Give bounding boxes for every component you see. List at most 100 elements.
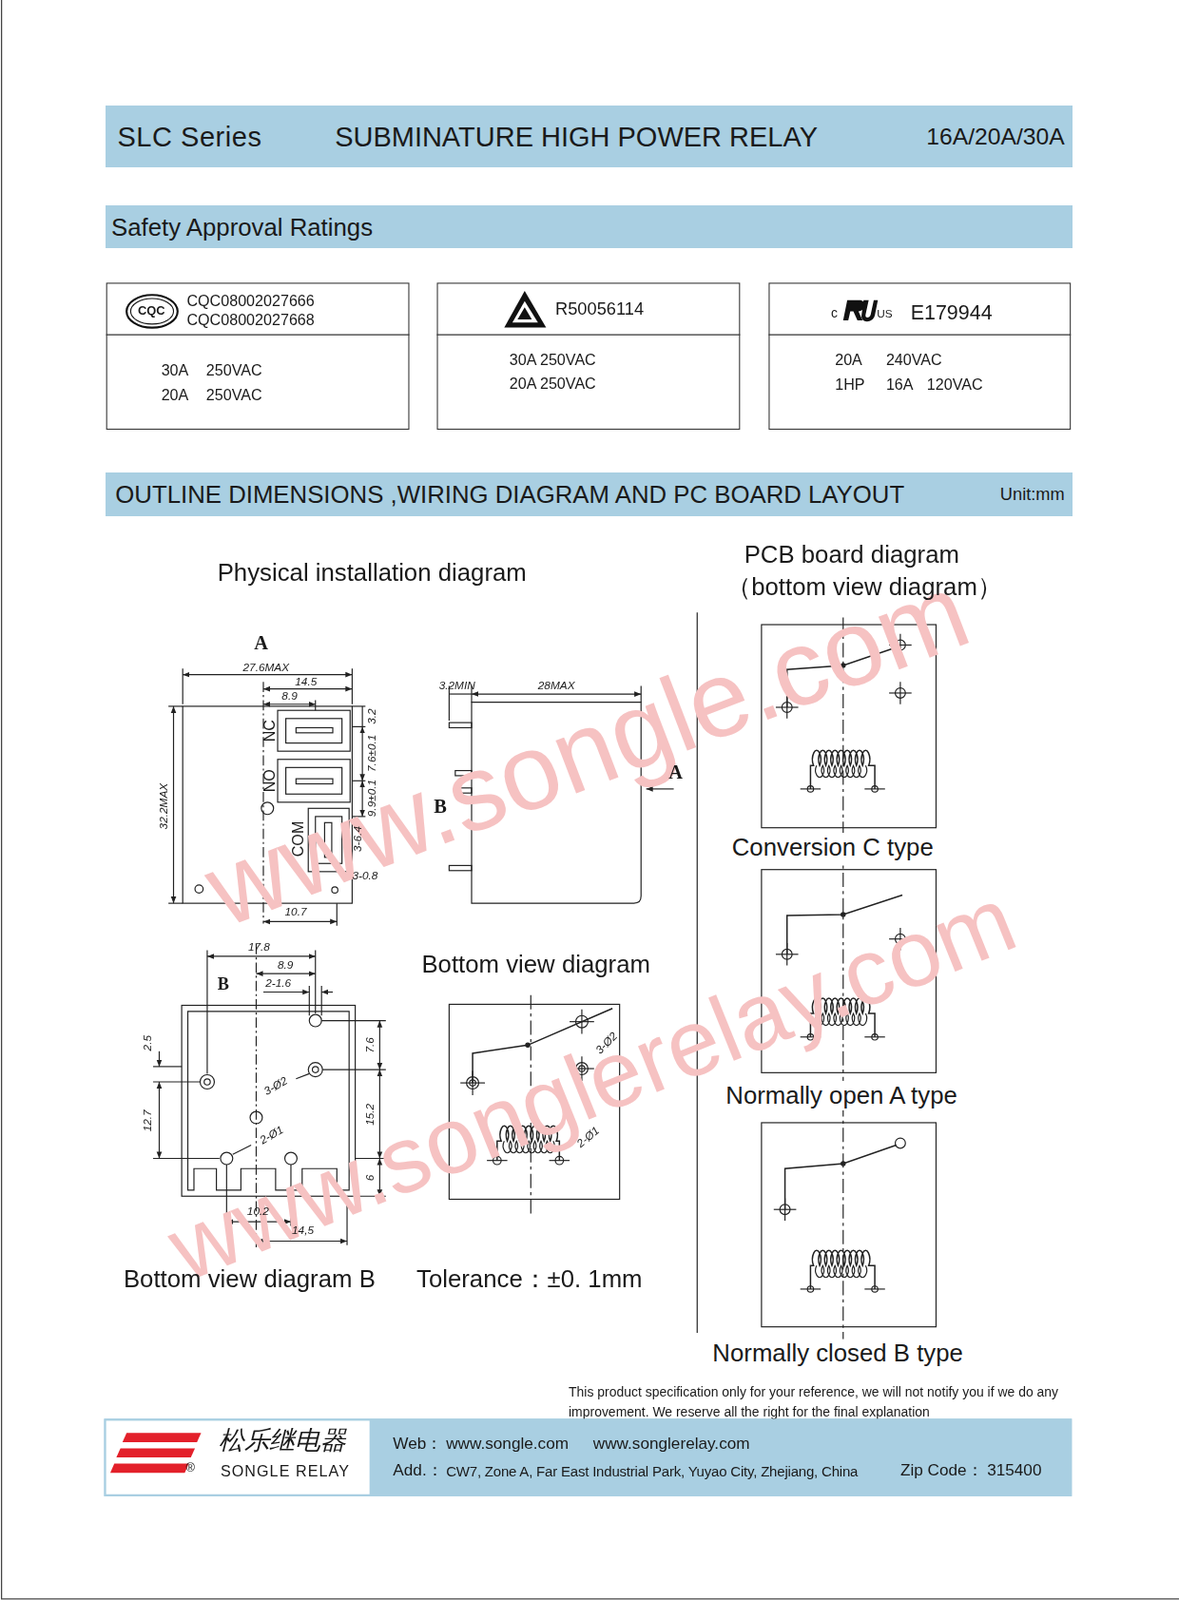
pcb-layout-part <box>895 1138 907 1149</box>
footer-band-text: www.songlerelay.com <box>593 1434 751 1454</box>
view-title: Bottom view diagram <box>421 950 651 980</box>
relay-bottom-view-part <box>309 1014 322 1027</box>
box-divider <box>106 334 1072 336</box>
relay-bottom-view-part <box>255 973 315 975</box>
cqc-logo-part <box>130 298 174 325</box>
dimension: 8.9 <box>277 958 293 972</box>
dimension: 27.6MAX <box>243 661 290 676</box>
section-band: Safety Approval Ratings <box>105 205 1073 248</box>
disclaimer: This product specification only for your… <box>568 1382 1080 1423</box>
approval-box-text: c <box>831 306 838 322</box>
footer-band-text: www.songle.com <box>445 1434 569 1454</box>
relay-top-view-part <box>182 674 352 676</box>
relay-bottom-view-part <box>232 1145 252 1156</box>
relay-top-view-part <box>173 706 174 904</box>
approval-box-text: CQC08002027668 <box>186 310 314 329</box>
relay-top-view-part <box>194 885 204 894</box>
relay-bottom-view-part <box>314 950 316 1015</box>
approval-box-text: 250VAC <box>206 386 263 405</box>
dimension: 6 <box>363 1175 377 1182</box>
approval-box-text: US <box>876 307 892 321</box>
relay-bottom-view-part <box>207 955 316 957</box>
relay-side-view-part <box>448 722 472 728</box>
relay-top-view-part <box>277 710 350 752</box>
pcb-type: Conversion C type <box>729 832 937 862</box>
section-band-text: OUTLINE DIMENSIONS ,WIRING DIAGRAM AND P… <box>115 481 905 510</box>
tuv-logo-part <box>503 290 546 329</box>
view-title: Bottom view diagram B <box>123 1264 376 1294</box>
terminal-name: NO <box>260 769 279 793</box>
company-logo-part <box>122 1432 202 1443</box>
footer-band-text: 315400 <box>986 1461 1042 1481</box>
footer-band-text: 松乐继电器 <box>218 1426 347 1456</box>
dimension: 10.2 <box>247 1204 270 1218</box>
approval-box-text: 20A <box>161 386 190 405</box>
footer-band-part <box>106 1420 370 1494</box>
tuv-logo-part <box>512 301 539 324</box>
relay-top-view-part <box>168 903 183 905</box>
approval-box-text: R50056114 <box>555 299 644 320</box>
relay-bottom-view-part <box>312 1066 319 1073</box>
approval-box-text: 30A <box>161 361 190 380</box>
relay-top-view-part <box>295 727 333 733</box>
bottom-view-wiring-part <box>525 1043 530 1047</box>
pcb-layout-part <box>761 1122 937 1328</box>
footer-band-text: Web： <box>392 1434 443 1454</box>
relay-bottom-view-part <box>295 1073 310 1079</box>
footer-band-text: Add.： <box>392 1461 444 1481</box>
box-divider-part <box>768 334 1071 336</box>
relay-bottom-view-part <box>158 1082 160 1160</box>
dimension: 28MAX <box>538 678 576 693</box>
company-logo-part <box>110 1464 190 1474</box>
cqc-logo <box>126 294 178 328</box>
box-divider-part <box>436 334 740 336</box>
relay-top-view-part <box>182 668 184 705</box>
section-band-text: Unit:mm <box>1000 484 1065 505</box>
relay-bottom-view-part <box>199 1074 214 1089</box>
view-title: Physical installation diagram <box>217 558 527 587</box>
pcb-layout-part <box>810 750 875 790</box>
approval-box-text: 250VAC <box>206 361 263 380</box>
relay-side-view-part <box>448 685 450 721</box>
dimension: 7.6 <box>363 1037 377 1053</box>
relay-bottom-view-part <box>206 950 208 1075</box>
title-band-text: SUBMINATURE HIGH POWER RELAY <box>334 121 818 154</box>
relay-bottom-view-part <box>263 991 310 993</box>
relay-bottom-view-part <box>309 985 310 1016</box>
dimension: 2.5 <box>140 1035 155 1051</box>
pcb-layout-part <box>810 1250 875 1290</box>
relay-bottom-view-part <box>321 1020 387 1022</box>
pcb-layout-part <box>815 765 868 777</box>
footer-band-text: ® <box>185 1461 194 1476</box>
approval-box: R5005611430A 250VAC20A 250VAC <box>436 282 740 430</box>
relay-bottom-view-part <box>158 1051 160 1067</box>
ul-logo <box>843 300 879 323</box>
terminal-name: NC <box>260 719 279 742</box>
relay-top-view-part <box>351 668 353 705</box>
relay-bottom-view-part <box>153 1158 220 1160</box>
relay-top-view-part <box>351 726 366 728</box>
pcb-layout-part <box>841 1161 846 1166</box>
approval-box-text: 20A <box>834 350 863 369</box>
dimension: 14.5 <box>294 676 317 690</box>
dimension: 2-1.6 <box>265 976 291 990</box>
tuv-logo-part <box>517 307 532 320</box>
view-letter: B <box>217 974 230 995</box>
approval-box-text: E179944 <box>910 301 993 326</box>
title-band-text: 16A/20A/30A <box>926 123 1065 151</box>
box-divider-part <box>106 334 410 336</box>
dimension: 3.2 <box>365 708 379 724</box>
footer-band-text: SONGLE RELAY <box>220 1462 350 1481</box>
approval-box-text: 1HP <box>834 375 865 394</box>
pcb-type: Normally open A type <box>722 1081 961 1110</box>
ul-logo-part <box>843 300 866 321</box>
approval-box: CQCCQC08002027666CQC0800202766830A250VAC… <box>106 282 410 430</box>
relay-top-view-part <box>168 705 183 707</box>
hole-callout: 2-Ø1 <box>257 1122 287 1147</box>
relay-top-view-part <box>314 699 316 711</box>
pcb-layout-part <box>815 1265 868 1277</box>
dimension: 7.6±0.1 <box>365 734 379 773</box>
